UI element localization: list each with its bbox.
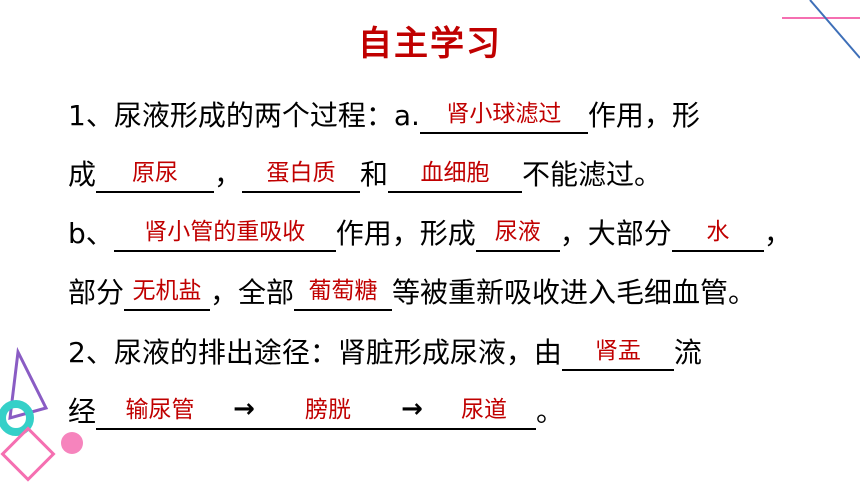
line2-sep2: 和 (360, 158, 389, 191)
blank-tubular-reabsorption: 肾小管的重吸收 (113, 218, 336, 252)
line6-prefix: 经 (68, 395, 97, 428)
line1-prefix: 1、尿液形成的两个过程：a. (68, 99, 420, 132)
blank-bladder: 膀胱 (264, 396, 393, 430)
line3-mid1: 作用，形成 (335, 217, 476, 250)
blank-ureter: 输尿管 (96, 396, 225, 430)
question-line-2: 成 原尿 ， 蛋白质和 血细胞 不能滤过。 (68, 153, 662, 193)
arrow-right-icon-1: → (233, 394, 255, 424)
blank-primary-urine: 原尿 (96, 159, 215, 193)
blue-line-decoration (809, 0, 860, 59)
answer-ureter: 输尿管 (125, 397, 195, 423)
line4-prefix: 部分 (68, 276, 125, 309)
line2-prefix: 成 (68, 158, 97, 191)
question-line-6: 经 输尿管 → 膀胱 → 尿道 。 (68, 390, 564, 430)
answer-protein: 蛋白质 (266, 160, 336, 186)
blank-protein: 蛋白质 (242, 159, 361, 193)
arrow-right-icon-2: → (401, 394, 423, 424)
answer-primary-urine: 原尿 (132, 160, 179, 186)
line3-suffix: ， (763, 217, 792, 250)
blank-urine: 尿液 (475, 218, 560, 252)
answer-glucose: 葡萄糖 (308, 278, 378, 304)
blank-urethra: 尿道 (432, 396, 537, 430)
line2-suffix: 不能滤过。 (522, 158, 663, 191)
answer-urine: 尿液 (494, 219, 541, 245)
blank-glucose: 葡萄糖 (294, 277, 393, 311)
question-line-4: 部分无机盐 ，全部葡萄糖等被重新吸收进入毛细血管。 (68, 271, 756, 311)
line3-mid2: ，大部分 (559, 217, 672, 250)
blank-inorganic-salt: 无机盐 (124, 277, 211, 311)
blank-blood-cells: 血细胞 (388, 159, 523, 193)
answer-bladder: 膀胱 (305, 397, 352, 423)
answer-renal-pelvis: 肾盂 (594, 338, 641, 364)
line4-mid1: ，全部 (210, 276, 295, 309)
page-title: 自主学习 (358, 24, 502, 64)
answer-blood-cells: 血细胞 (420, 160, 490, 186)
question-line-5: 2、尿液的排出途径：肾脏形成尿液，由 肾盂 流 (68, 331, 702, 371)
answer-glomerular-filtration: 肾小球滤过 (446, 101, 562, 127)
line5-prefix: 2、尿液的排出途径：肾脏形成尿液，由 (68, 336, 562, 369)
arrow-1-underline: → (224, 394, 265, 430)
line6-suffix: 。 (536, 395, 565, 428)
answer-urethra: 尿道 (461, 397, 508, 423)
line3-prefix: b、 (68, 217, 114, 250)
line5-suffix: 流 (673, 336, 702, 369)
blank-renal-pelvis: 肾盂 (561, 337, 674, 371)
question-line-1: 1、尿液形成的两个过程：a. 肾小球滤过作用，形 (68, 94, 700, 134)
question-line-3: b、 肾小管的重吸收 作用，形成尿液 ，大部分 水 ， (68, 212, 792, 252)
blank-water: 水 (671, 218, 764, 252)
line4-suffix: 等被重新吸收进入毛细血管。 (392, 276, 757, 309)
arrow-2-underline: → (392, 394, 433, 430)
diamond-decoration (0, 426, 56, 482)
answer-inorganic-salt: 无机盐 (132, 278, 202, 304)
answer-tubular-reabsorption: 肾小管的重吸收 (144, 219, 306, 245)
line2-sep1: ， (214, 158, 243, 191)
blank-glomerular-filtration: 肾小球滤过 (419, 100, 588, 134)
dot-decoration (61, 432, 83, 454)
ring-decoration (0, 400, 34, 436)
line1-suffix: 作用，形 (587, 99, 700, 132)
answer-water: 水 (706, 219, 730, 245)
